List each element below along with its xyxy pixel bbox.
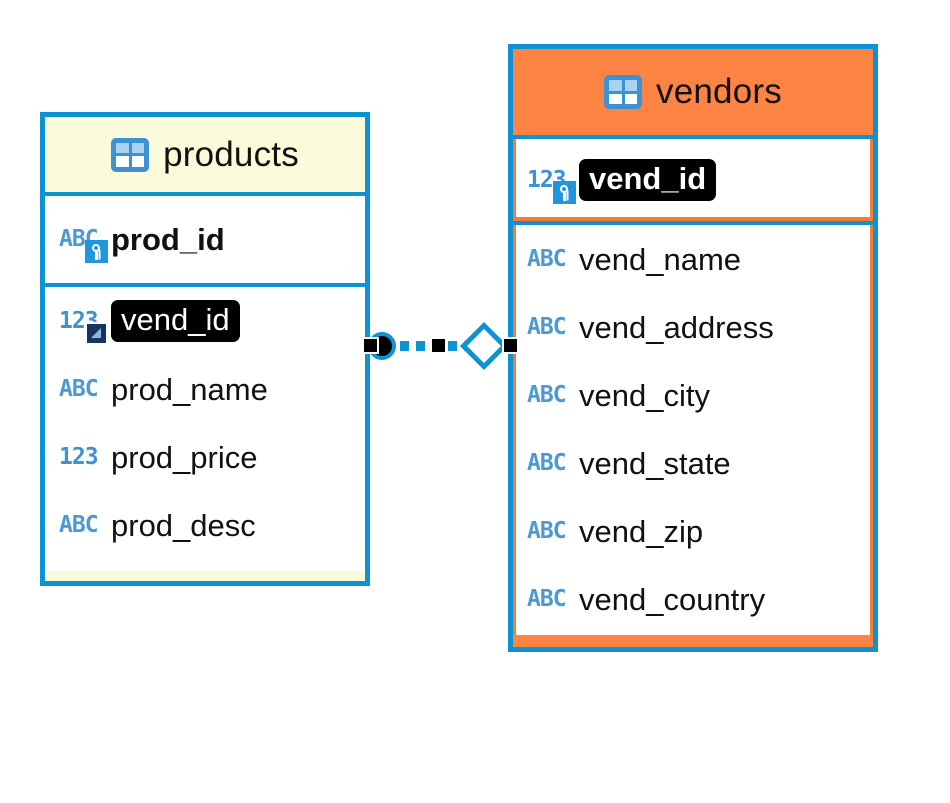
datatype-abc-icon: ABC — [59, 228, 111, 263]
column-row-prod-name[interactable]: ABC prod_name — [59, 355, 365, 423]
column-name-prod-desc: prod_desc — [111, 507, 256, 543]
datatype-123-icon: 123 — [527, 168, 579, 204]
datatype-123-icon: 123 — [59, 309, 111, 345]
entity-products-title: products — [163, 134, 299, 174]
relationship-connector[interactable] — [362, 321, 519, 371]
datatype-abc-icon: ABC — [527, 381, 567, 408]
column-row-prod-id[interactable]: ABC prod_id — [45, 196, 365, 287]
entity-vendors-columns: ABC vend_name ABC vend_address ABC vend_… — [513, 225, 873, 635]
datatype-abc-icon: ABC — [59, 375, 99, 402]
table-icon — [604, 75, 643, 109]
foreign-key-icon — [85, 321, 108, 345]
column-row-vend-state[interactable]: ABC vend_state — [527, 429, 873, 497]
entity-vendors[interactable]: vendors 123 vend_id ABC vend_name — [508, 44, 878, 652]
column-name-vend-state: vend_state — [579, 445, 731, 481]
column-row-vend-id-pk[interactable]: 123 vend_id — [513, 139, 873, 225]
column-row-vend-country[interactable]: ABC vend_country — [527, 565, 873, 633]
column-name-vend-city: vend_city — [579, 377, 710, 413]
column-row-vend-name[interactable]: ABC vend_name — [527, 225, 873, 293]
key-icon — [553, 180, 576, 204]
entity-products[interactable]: products ABC prod_id 123 vend_id — [40, 112, 370, 586]
datatype-abc-icon: ABC — [527, 449, 567, 476]
entity-vendors-header[interactable]: vendors — [513, 49, 873, 139]
datatype-abc-icon: ABC — [527, 517, 567, 544]
column-name-vend-name: vend_name — [579, 241, 742, 277]
entity-products-header[interactable]: products — [45, 117, 365, 196]
entity-products-columns: 123 vend_id ABC prod_name 123 — [45, 287, 365, 571]
selection-handle-end[interactable] — [502, 337, 519, 354]
column-name-vend-zip: vend_zip — [579, 513, 704, 549]
column-name-vend-country: vend_country — [579, 581, 766, 617]
datatype-abc-icon: ABC — [59, 511, 99, 538]
column-row-prod-desc[interactable]: ABC prod_desc — [59, 491, 365, 559]
column-row-prod-price[interactable]: 123 prod_price — [59, 423, 365, 491]
entity-vendors-footer-band — [513, 635, 873, 647]
entity-products-footer-band — [45, 571, 365, 581]
entity-vendors-title: vendors — [656, 72, 782, 111]
selection-handle-middle[interactable] — [432, 339, 445, 352]
datatype-abc-icon: ABC — [527, 313, 567, 340]
column-name-vend-address: vend_address — [579, 309, 774, 345]
selection-handle-start[interactable] — [362, 337, 379, 354]
table-icon — [111, 137, 150, 172]
entity-vendors-body: vendors 123 vend_id ABC vend_name — [513, 49, 873, 647]
datatype-123-icon: 123 — [59, 443, 99, 470]
entity-products-body: products ABC prod_id 123 vend_id — [45, 117, 365, 581]
column-row-vend-zip[interactable]: ABC vend_zip — [527, 497, 873, 565]
column-row-vend-city[interactable]: ABC vend_city — [527, 361, 873, 429]
selected-column-highlight: vend_id — [111, 300, 240, 342]
column-name-vend-id: vend_id — [111, 300, 240, 342]
relationship-endpoint-diamond-icon — [459, 321, 509, 371]
column-name-prod-id: prod_id — [111, 222, 225, 257]
key-icon — [85, 240, 108, 263]
column-name-vend-id-pk: vend_id — [579, 159, 717, 201]
column-name-prod-name: prod_name — [111, 371, 268, 407]
column-name-prod-price: prod_price — [111, 439, 258, 475]
datatype-abc-icon: ABC — [527, 245, 567, 272]
datatype-abc-icon: ABC — [527, 585, 567, 612]
column-row-vend-id[interactable]: 123 vend_id — [59, 287, 365, 355]
column-row-vend-address[interactable]: ABC vend_address — [527, 293, 873, 361]
selected-column-highlight: vend_id — [579, 159, 717, 201]
